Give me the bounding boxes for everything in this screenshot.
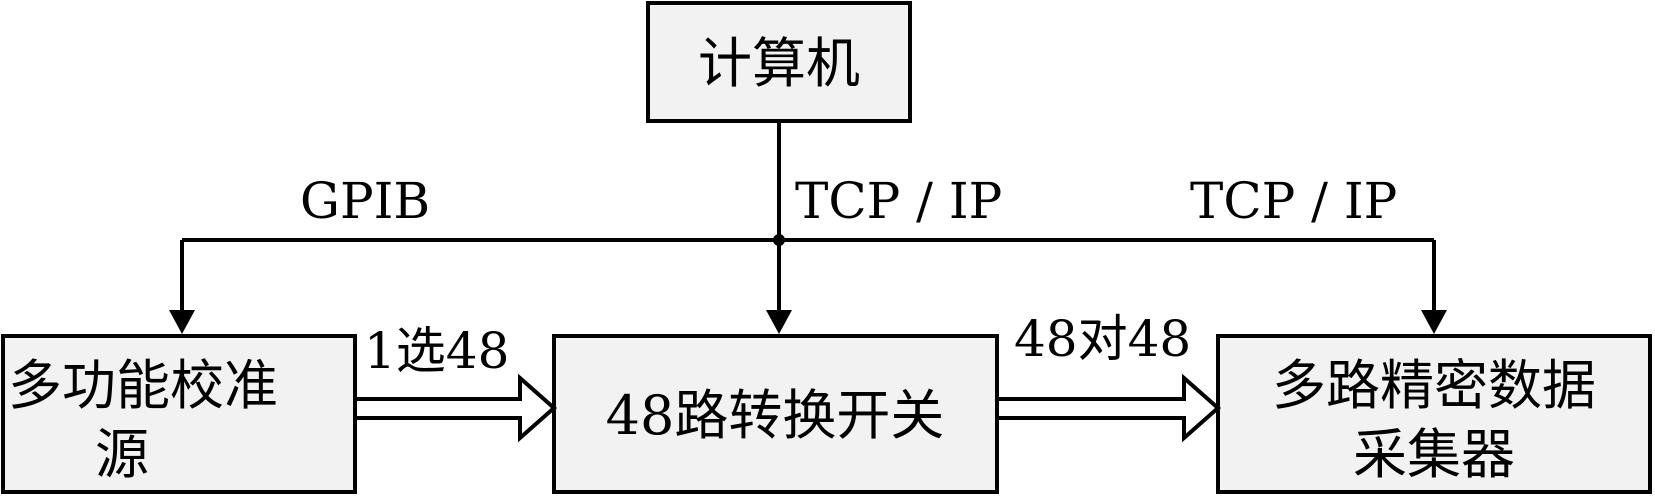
48-to-48-label: 48对48: [1014, 310, 1191, 368]
gpib-label: GPIB: [300, 172, 430, 230]
calibrator-to-switch-arrow: [353, 373, 558, 443]
switch-node: 48路转换开关: [552, 334, 999, 494]
calibrator-node: 多功能校准 源: [1, 334, 357, 494]
switch-label: 48路转换开关: [606, 384, 945, 447]
computer-label: 计算机: [698, 32, 860, 95]
computer-node: 计算机: [646, 1, 912, 123]
acquisition-label-line1: 多路精密数据: [1272, 354, 1596, 417]
one-of-48-label: 1选48: [364, 322, 509, 380]
acquisition-arrowhead: [1421, 310, 1447, 334]
calibrator-label-line2: 源: [95, 423, 149, 486]
acquisition-label-line2: 采集器: [1353, 423, 1515, 486]
calibrator-label-line1: 多功能校准: [8, 354, 278, 417]
switch-to-acquisition-arrow: [995, 373, 1222, 443]
calibrator-arrowhead: [169, 310, 195, 334]
acquisition-node: 多路精密数据 采集器: [1216, 334, 1652, 494]
tcpip-center-label: TCP / IP: [795, 172, 1002, 230]
switch-arrowhead: [766, 310, 792, 334]
tcpip-right-label: TCP / IP: [1190, 172, 1397, 230]
